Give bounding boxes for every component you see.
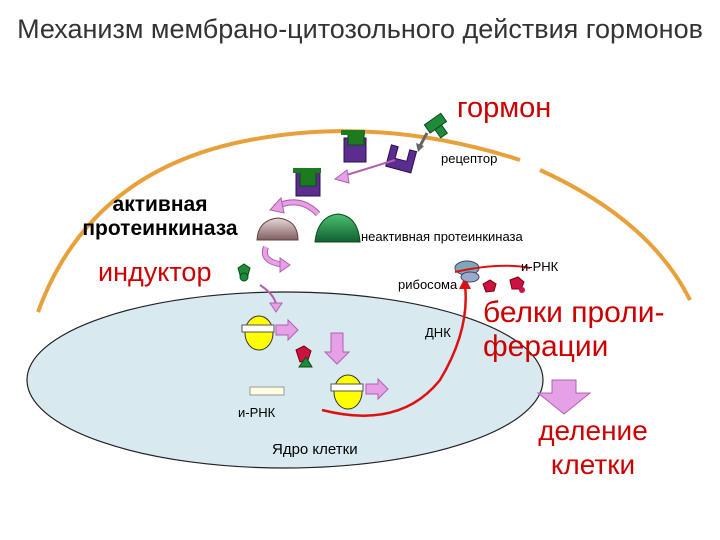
- ribosome-label: рибосома: [398, 277, 458, 292]
- mrna-nucleus-bar: [249, 386, 285, 396]
- arrow-icon: [275, 318, 299, 342]
- arrow-icon: [259, 284, 283, 313]
- receptor-label: рецептор: [441, 151, 498, 166]
- cell-membrane-right: [539, 168, 692, 301]
- nucleus-label: Ядро клетки: [272, 441, 358, 458]
- page-title: Механизм мембрано-цитозольного действия …: [17, 14, 703, 44]
- arrow-icon: [536, 379, 592, 415]
- gene-icon: [241, 315, 275, 351]
- nucleus-ellipse: [26, 291, 544, 469]
- cell-membrane: [36, 129, 521, 313]
- arrow-icon: [269, 196, 321, 217]
- gene-icon: [330, 374, 364, 410]
- active-kinase-label: активная протеинкиназа: [82, 193, 238, 240]
- receptor-internal-icon: [293, 168, 321, 197]
- ribosome-icon: [454, 260, 480, 283]
- hormone-label: гормон: [457, 92, 552, 124]
- proliferation-proteins-label: белки проли-ферации: [483, 296, 665, 363]
- active-kinase-icon: [256, 217, 299, 241]
- arrow-icon: [333, 159, 396, 184]
- inducer-icon: [237, 263, 251, 282]
- mrna-cytoplasm-label: и-РНК: [521, 259, 559, 274]
- receptor-icon: [385, 144, 418, 174]
- receptor-bound-icon: [341, 130, 367, 163]
- arrow-icon: [416, 132, 429, 152]
- inactive-kinase-label: неактивная протеинкиназа: [361, 229, 523, 244]
- hormone-icon: [423, 112, 449, 139]
- arrow-icon: [261, 245, 291, 273]
- inactive-kinase-icon: [314, 213, 361, 243]
- cell-division-label: деление клетки: [538, 415, 648, 480]
- mrna-strand: [454, 264, 531, 273]
- inducer-label: индуктор: [98, 257, 212, 287]
- arrow-icon: [323, 332, 351, 365]
- dna-label: ДНК: [425, 325, 451, 340]
- arrow-icon: [365, 377, 389, 401]
- arrow-icon: [459, 277, 471, 289]
- mrna-path: [321, 284, 467, 417]
- mrna-nucleus-label: и-РНК: [238, 405, 276, 420]
- protein-icon: [482, 276, 525, 293]
- protein-icon: [295, 345, 313, 368]
